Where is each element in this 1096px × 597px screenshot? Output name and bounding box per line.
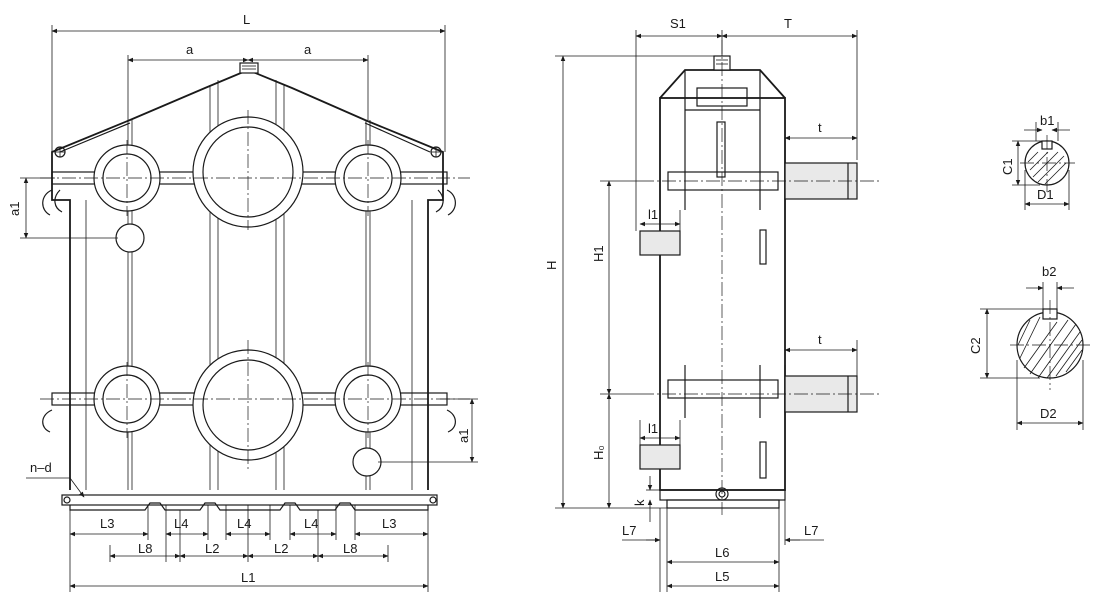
shaft-section-labels: b1 C1 D1 b2 C2 D2	[968, 113, 1057, 421]
side-view-dimensions	[555, 30, 858, 592]
front-view	[40, 62, 470, 511]
label-L4-b: L4	[237, 516, 251, 531]
label-t-lower: t	[818, 332, 822, 347]
label-L4-c: L4	[304, 516, 318, 531]
side-view	[639, 40, 880, 515]
label-a-right: a	[304, 42, 312, 57]
side-view-labels: S1 T t t H H1 H₀ l1 l1 k L7 L7 L6 L5	[544, 16, 822, 584]
label-T: T	[784, 16, 792, 31]
label-L8-left: L8	[138, 541, 152, 556]
label-a1-left: a1	[7, 202, 22, 216]
label-L: L	[243, 12, 250, 27]
label-L3-left: L3	[100, 516, 114, 531]
label-H0: H₀	[591, 445, 606, 460]
label-L7-right: L7	[804, 523, 818, 538]
label-a-left: a	[186, 42, 194, 57]
label-k: k	[632, 499, 647, 506]
label-b2: b2	[1042, 264, 1056, 279]
label-L5: L5	[715, 569, 729, 584]
label-H: H	[544, 261, 559, 270]
label-L4-a: L4	[174, 516, 188, 531]
label-C1: C1	[1000, 158, 1015, 175]
label-a1-right: a1	[456, 429, 471, 443]
label-S1: S1	[670, 16, 686, 31]
label-D2: D2	[1040, 406, 1057, 421]
label-C2: C2	[968, 337, 983, 354]
label-l1-upper: l1	[648, 207, 658, 222]
label-L3-right: L3	[382, 516, 396, 531]
label-L2-left: L2	[205, 541, 219, 556]
label-b1: b1	[1040, 113, 1054, 128]
label-L2-right: L2	[274, 541, 288, 556]
label-L6: L6	[715, 545, 729, 560]
front-view-dimensions	[20, 25, 478, 592]
label-L7-left: L7	[622, 523, 636, 538]
front-view-labels: L a a a1 a1 n–d L3 L4 L4 L4 L3 L8 L2 L2 …	[7, 12, 471, 585]
label-n-d: n–d	[30, 460, 52, 475]
label-L1: L1	[241, 570, 255, 585]
label-D1: D1	[1037, 187, 1054, 202]
label-H1: H1	[591, 245, 606, 262]
shaft-section-small	[1012, 122, 1075, 210]
label-L8-right: L8	[343, 541, 357, 556]
shaft-section-large	[980, 282, 1092, 430]
label-l1-lower: l1	[648, 421, 658, 436]
label-t-upper: t	[818, 120, 822, 135]
